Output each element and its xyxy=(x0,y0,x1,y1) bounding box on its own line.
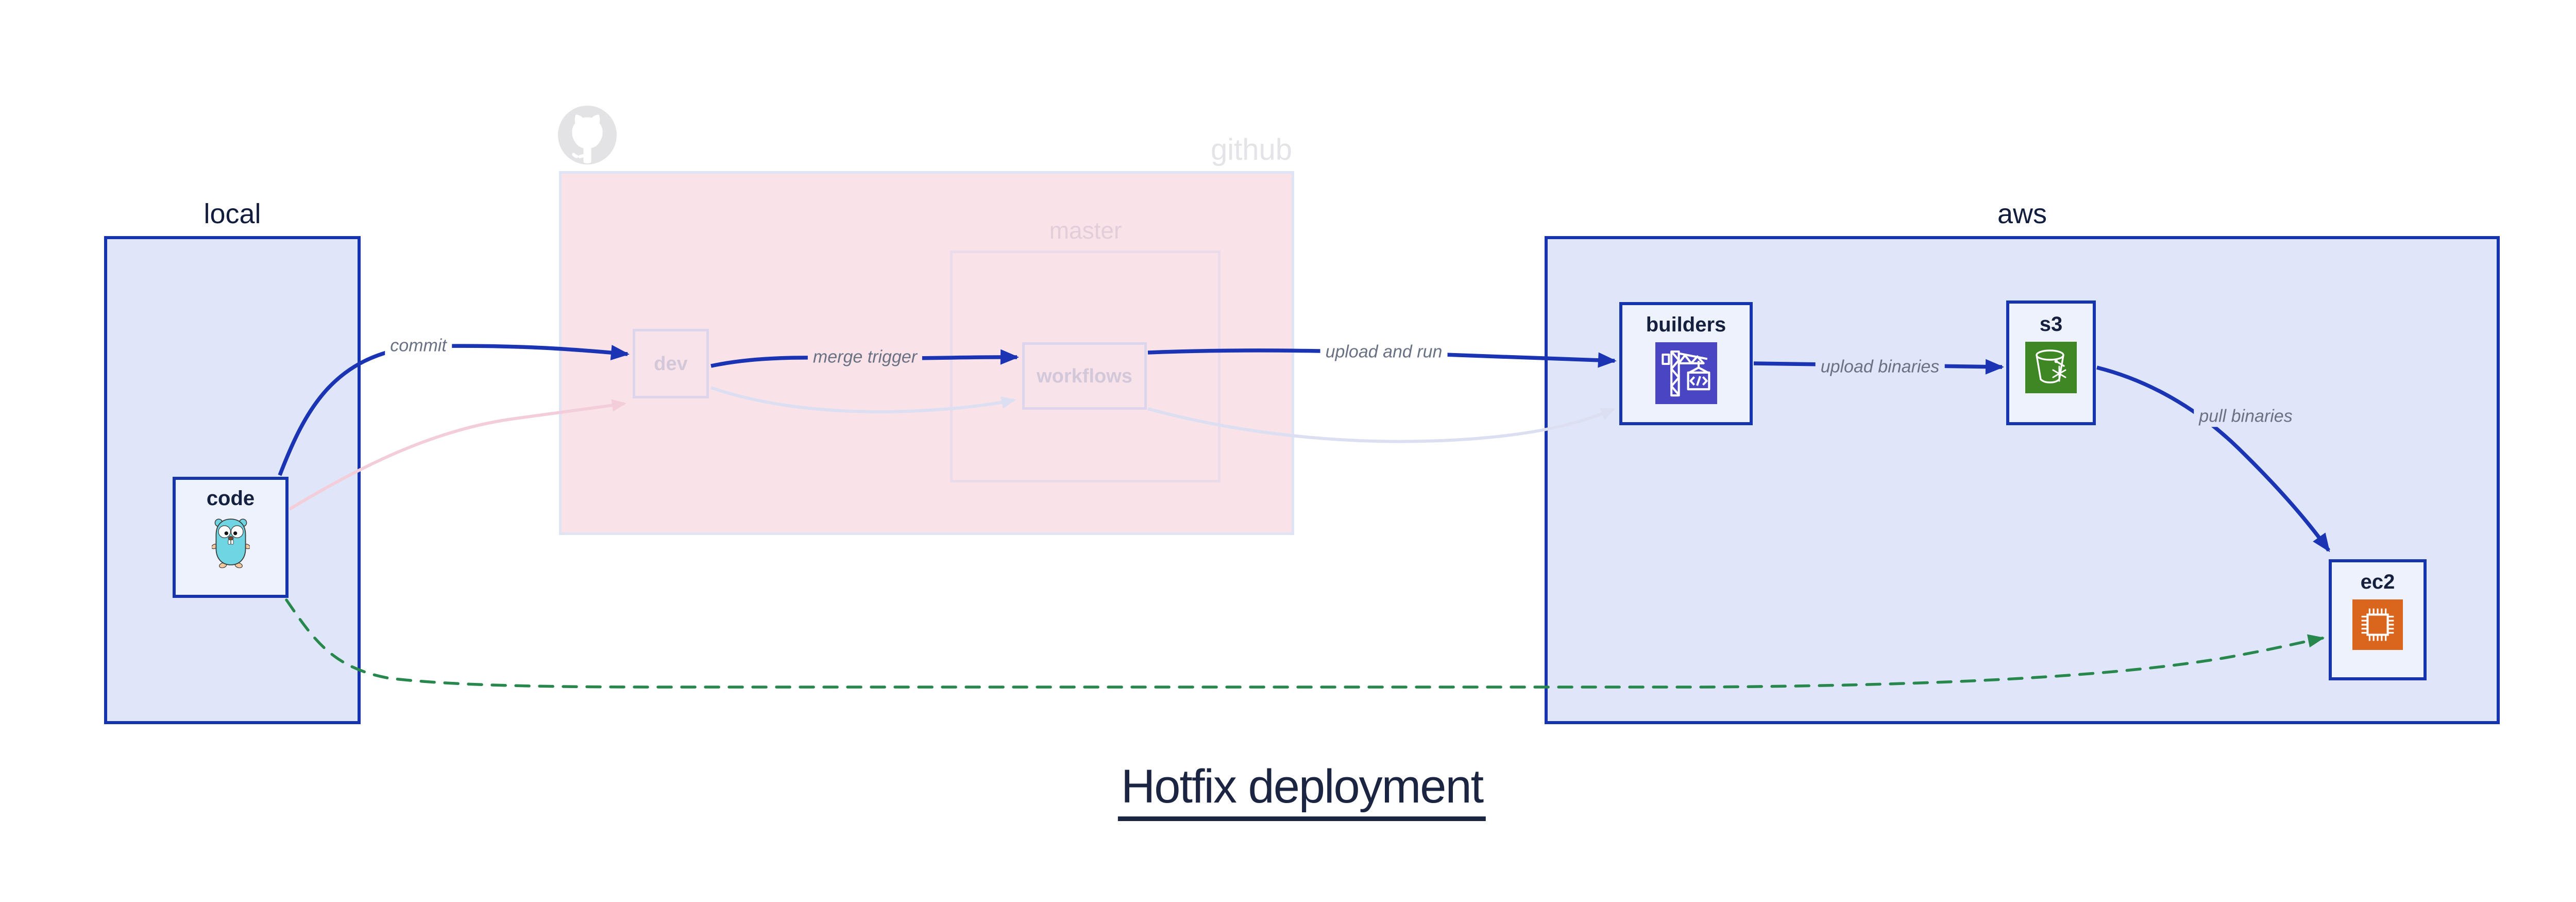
node-builders-label: builders xyxy=(1646,313,1726,336)
edge-workflows-to-builders-faded xyxy=(1147,407,1616,443)
aws-container-label: aws xyxy=(1997,198,2047,229)
edge-pull-binaries-line xyxy=(2096,365,2331,553)
node-code-label: code xyxy=(206,487,255,510)
node-builders: builders xyxy=(1619,302,1753,425)
github-octocat-logo-icon xyxy=(557,105,617,165)
master-branch-label: master xyxy=(1049,217,1122,244)
edge-label-merge-trigger: merge trigger xyxy=(807,346,923,368)
master-branch-box xyxy=(950,250,1221,482)
edge-label-pull-binaries: pull binaries xyxy=(2194,406,2298,427)
edge-hotfix-dashed-line xyxy=(285,598,2325,689)
node-workflows-label: workflows xyxy=(1037,365,1132,387)
aws-codebuild-icon xyxy=(1655,342,1717,404)
node-ec2-label: ec2 xyxy=(2360,571,2395,593)
node-ec2: ec2 xyxy=(2329,559,2427,680)
go-gopher-icon xyxy=(211,519,250,569)
aws-ec2-icon xyxy=(2352,599,2403,650)
node-dev-label: dev xyxy=(654,353,688,375)
node-s3: s3 xyxy=(2006,300,2096,425)
edge-label-upload-and-run: upload and run xyxy=(1320,341,1448,363)
edge-dev-to-workflows-faded xyxy=(710,386,1016,414)
edge-code-to-dev-faded xyxy=(289,399,626,511)
node-dev: dev xyxy=(633,329,709,398)
node-code: code xyxy=(173,477,289,598)
node-s3-label: s3 xyxy=(2039,313,2063,336)
node-workflows: workflows xyxy=(1022,342,1147,410)
github-container-label: github xyxy=(1210,133,1292,166)
diagram-title: Hotfix deployment xyxy=(1117,763,1486,821)
edge-label-upload-binaries: upload binaries xyxy=(1815,356,1945,378)
aws-s3-glacier-icon xyxy=(2025,342,2077,393)
local-container-label: local xyxy=(204,198,261,229)
edge-label-commit: commit xyxy=(385,335,452,357)
